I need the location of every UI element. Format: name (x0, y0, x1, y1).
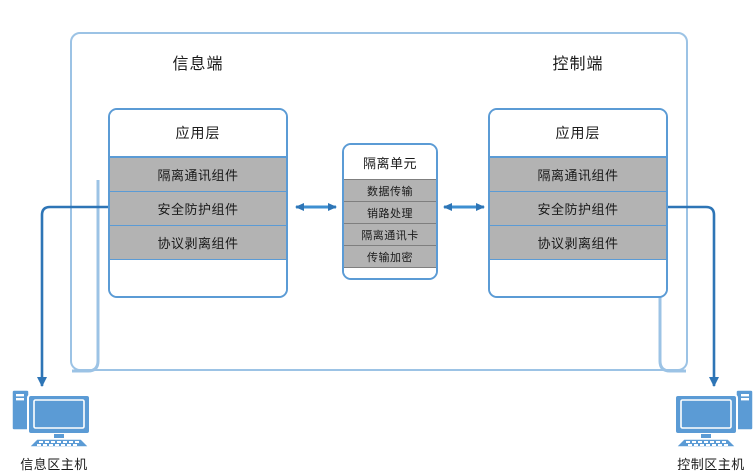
isolation-unit-row-channel-processing[interactable]: 销路处理 (344, 201, 436, 223)
isolation-unit-row-data-transfer[interactable]: 数据传输 (344, 179, 436, 201)
info-panel-footer (110, 260, 286, 296)
control-panel-row-group: 隔离通讯组件 安全防护组件 协议剥离组件 (490, 156, 666, 260)
control-panel-row-isolation-comm[interactable]: 隔离通讯组件 (490, 157, 666, 192)
control-panel-row-security[interactable]: 安全防护组件 (490, 192, 666, 226)
isolation-unit-row-transfer-encryption[interactable]: 传输加密 (344, 245, 436, 267)
control-panel-header: 应用层 (490, 110, 666, 156)
info-end-title: 信息端 (172, 56, 224, 73)
desktop-computer-icon (11, 389, 91, 448)
control-host-caption: 控制区主机 (677, 457, 745, 472)
control-end-panel: 应用层 隔离通讯组件 安全防护组件 协议剥离组件 (488, 108, 668, 298)
info-panel-row-group: 隔离通讯组件 安全防护组件 协议剥离组件 (110, 156, 286, 260)
info-end-panel: 应用层 隔离通讯组件 安全防护组件 协议剥离组件 (108, 108, 288, 298)
info-panel-row-protocol-strip[interactable]: 协议剥离组件 (110, 226, 286, 260)
desktop-computer-icon (674, 389, 754, 448)
control-panel-footer (490, 260, 666, 296)
isolation-unit-box: 隔离单元 数据传输 销路处理 隔离通讯卡 传输加密 (342, 143, 438, 280)
isolation-unit-row-isolation-card[interactable]: 隔离通讯卡 (344, 223, 436, 245)
info-panel-row-isolation-comm[interactable]: 隔离通讯组件 (110, 157, 286, 192)
control-end-title: 控制端 (552, 56, 604, 73)
info-panel-header: 应用层 (110, 110, 286, 156)
info-panel-row-security[interactable]: 安全防护组件 (110, 192, 286, 226)
control-host: 控制区主机 (663, 386, 756, 473)
isolation-unit-footer (344, 267, 436, 278)
info-host: 信息区主机 (6, 386, 102, 473)
isolation-unit-header: 隔离单元 (344, 145, 436, 179)
info-host-caption: 信息区主机 (20, 457, 88, 472)
control-panel-row-protocol-strip[interactable]: 协议剥离组件 (490, 226, 666, 260)
system-boundary-frame (70, 32, 688, 371)
